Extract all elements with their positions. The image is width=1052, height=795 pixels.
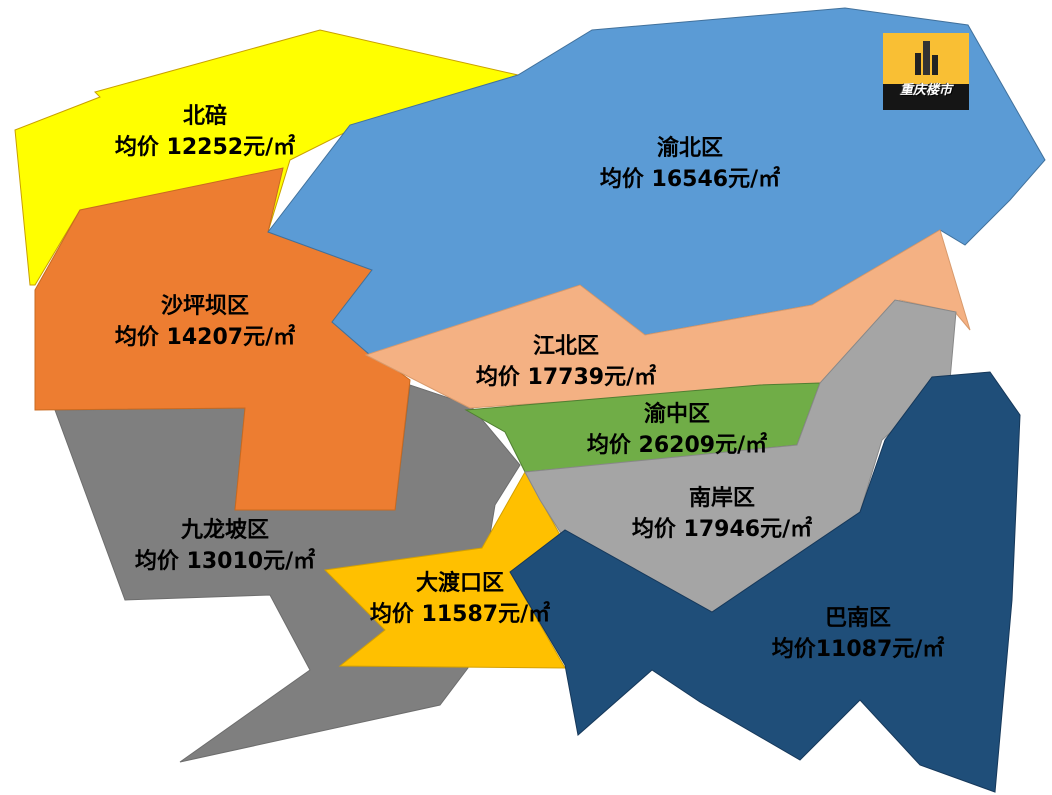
district-yubei[interactable] (267, 7, 1046, 356)
district-name: 南岸区 (688, 486, 756, 511)
label-nanan: 南岸区均价 17946元/㎡ (632, 483, 812, 545)
district-price: 均价 12252元/㎡ (114, 135, 296, 160)
district-price: 均价 17946元/㎡ (631, 517, 813, 542)
district-name: 沙坪坝区 (160, 294, 250, 319)
district-beibei[interactable] (14, 29, 520, 286)
label-banan: 巴南区均价11087元/㎡ (772, 603, 945, 665)
label-yubei: 渝北区均价 16546元/㎡ (600, 133, 780, 195)
label-dadukou: 大渡口区均价 11587元/㎡ (370, 568, 550, 630)
district-name: 渝中区 (643, 402, 711, 427)
district-price: 均价 14207元/㎡ (114, 325, 296, 350)
label-yuzhong: 渝中区均价 26209元/㎡ (587, 399, 767, 461)
buildings-icon (915, 41, 938, 75)
district-name: 巴南区 (824, 606, 892, 631)
logo-text: 重庆楼市 (899, 83, 952, 98)
label-jiulongpo: 九龙坡区均价 13010元/㎡ (135, 515, 315, 577)
district-name: 江北区 (532, 334, 600, 359)
label-jiangbei: 江北区均价 17739元/㎡ (476, 331, 656, 393)
district-name: 九龙坡区 (180, 518, 270, 543)
district-price: 均价 11587元/㎡ (369, 602, 551, 627)
label-shapingba: 沙坪坝区均价 14207元/㎡ (115, 291, 295, 353)
district-price: 均价11087元/㎡ (771, 637, 945, 662)
district-price: 均价 13010元/㎡ (134, 549, 316, 574)
district-banan[interactable] (509, 371, 1021, 793)
district-name: 大渡口区 (415, 571, 505, 596)
chongqing-loushi-logo: 重庆楼市 (883, 33, 969, 110)
district-price: 均价 26209元/㎡ (586, 433, 768, 458)
label-beibei: 北碚均价 12252元/㎡ (115, 101, 295, 163)
district-name: 渝北区 (656, 136, 724, 161)
district-price: 均价 17739元/㎡ (475, 365, 657, 390)
district-price: 均价 16546元/㎡ (599, 167, 781, 192)
district-name: 北碚 (182, 104, 228, 129)
